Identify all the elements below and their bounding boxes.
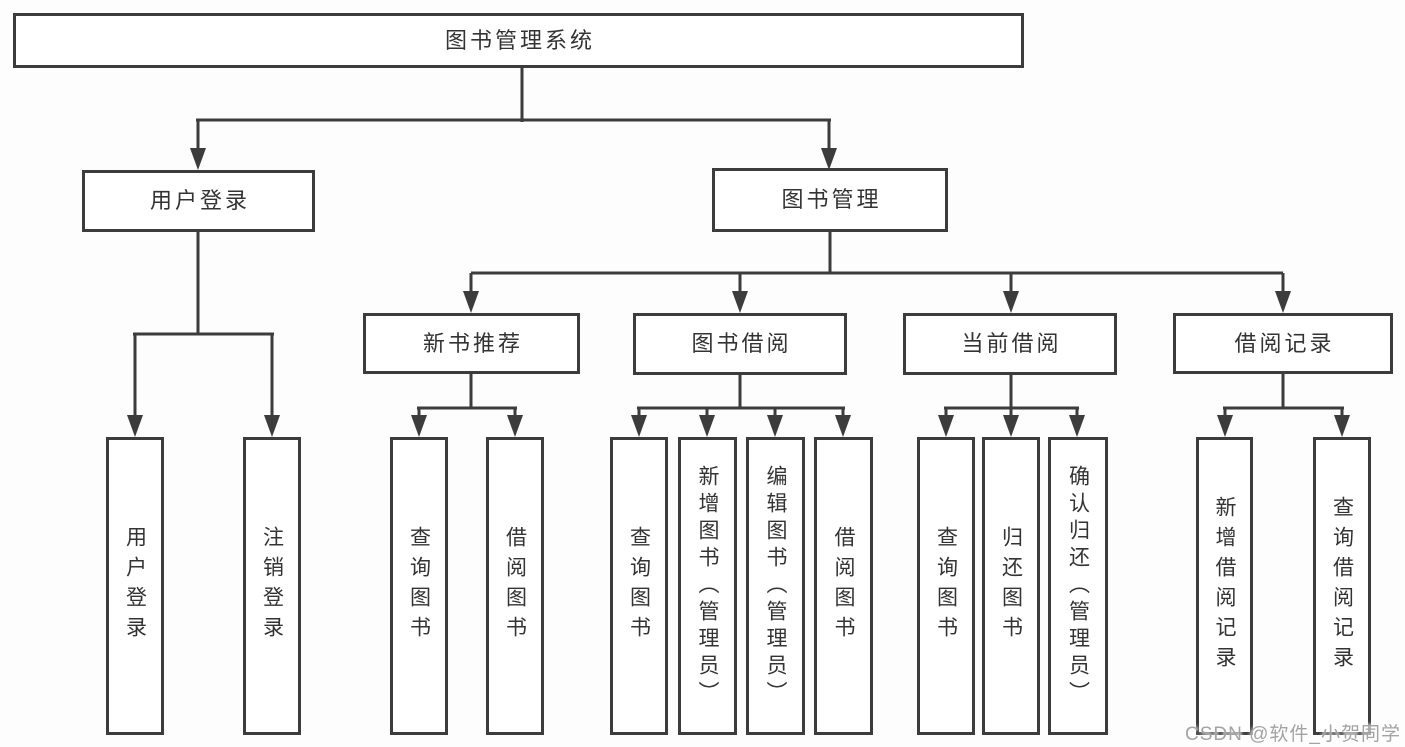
arrowhead xyxy=(127,415,143,437)
leaf-borrow-book-1: 借阅图书 xyxy=(486,437,544,735)
leaf-edit-book-admin: 编辑图书（管理员） xyxy=(746,437,805,735)
leaf-add-book-admin: 新增图书（管理员） xyxy=(678,437,737,735)
arrowhead xyxy=(190,148,206,170)
leaf-query-borrow-record: 查询借阅记录 xyxy=(1313,437,1371,735)
arrowhead xyxy=(1069,415,1085,437)
connector-user-login xyxy=(133,232,274,419)
arrowhead xyxy=(821,148,837,170)
connector-new-book xyxy=(417,374,517,419)
node-borrow-record: 借阅记录 xyxy=(1173,313,1393,374)
connector-borrow-record xyxy=(1223,374,1344,419)
connector-book-borrow xyxy=(637,374,845,419)
leaf-logout: 注销登录 xyxy=(243,437,301,735)
leaf-confirm-return-admin: 确认归还（管理员） xyxy=(1048,437,1108,735)
leaf-return-book: 归还图书 xyxy=(982,437,1040,735)
arrowhead xyxy=(1003,291,1019,313)
node-user-login: 用户登录 xyxy=(82,170,315,232)
arrowhead xyxy=(1334,415,1350,437)
arrowhead xyxy=(938,415,954,437)
leaf-query-book-2: 查询图书 xyxy=(610,437,668,735)
node-root: 图书管理系统 xyxy=(13,13,1024,68)
arrowhead xyxy=(767,415,783,437)
arrowhead xyxy=(264,415,280,437)
arrowhead xyxy=(732,291,748,313)
arrowhead xyxy=(1275,291,1291,313)
connector-current-borrow xyxy=(944,374,1079,419)
leaf-add-borrow-record: 新增借阅记录 xyxy=(1196,437,1253,735)
csdn-watermark: CSDN @软件_小贺同学 xyxy=(1185,724,1401,745)
arrowhead xyxy=(507,415,523,437)
arrowhead xyxy=(835,415,851,437)
arrowhead xyxy=(631,415,647,437)
connector-book-management xyxy=(469,232,1285,295)
arrowhead xyxy=(699,415,715,437)
node-book-borrow: 图书借阅 xyxy=(633,313,847,375)
connector-root xyxy=(196,67,831,152)
arrowhead xyxy=(463,291,479,313)
leaf-query-book-3: 查询图书 xyxy=(917,437,975,735)
arrowhead xyxy=(1003,415,1019,437)
leaf-query-book-1: 查询图书 xyxy=(390,437,448,735)
node-new-book-recommend: 新书推荐 xyxy=(363,313,580,374)
arrowhead xyxy=(1217,415,1233,437)
arrowhead xyxy=(411,415,427,437)
node-current-borrow: 当前借阅 xyxy=(903,313,1117,375)
leaf-user-login: 用户登录 xyxy=(106,437,164,735)
leaf-borrow-book-2: 借阅图书 xyxy=(814,437,873,735)
node-book-management: 图书管理 xyxy=(712,168,948,232)
